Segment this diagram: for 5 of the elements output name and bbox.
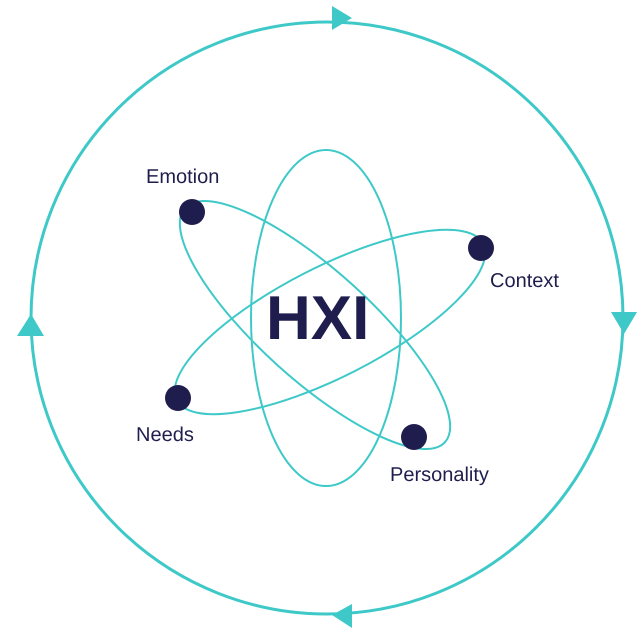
- center-title: HXI: [266, 288, 370, 350]
- orbit-label: Context: [490, 271, 559, 291]
- orbit-label: Needs: [136, 425, 194, 445]
- orbit-label: Personality: [390, 465, 489, 485]
- orbit-label: Emotion: [146, 167, 220, 187]
